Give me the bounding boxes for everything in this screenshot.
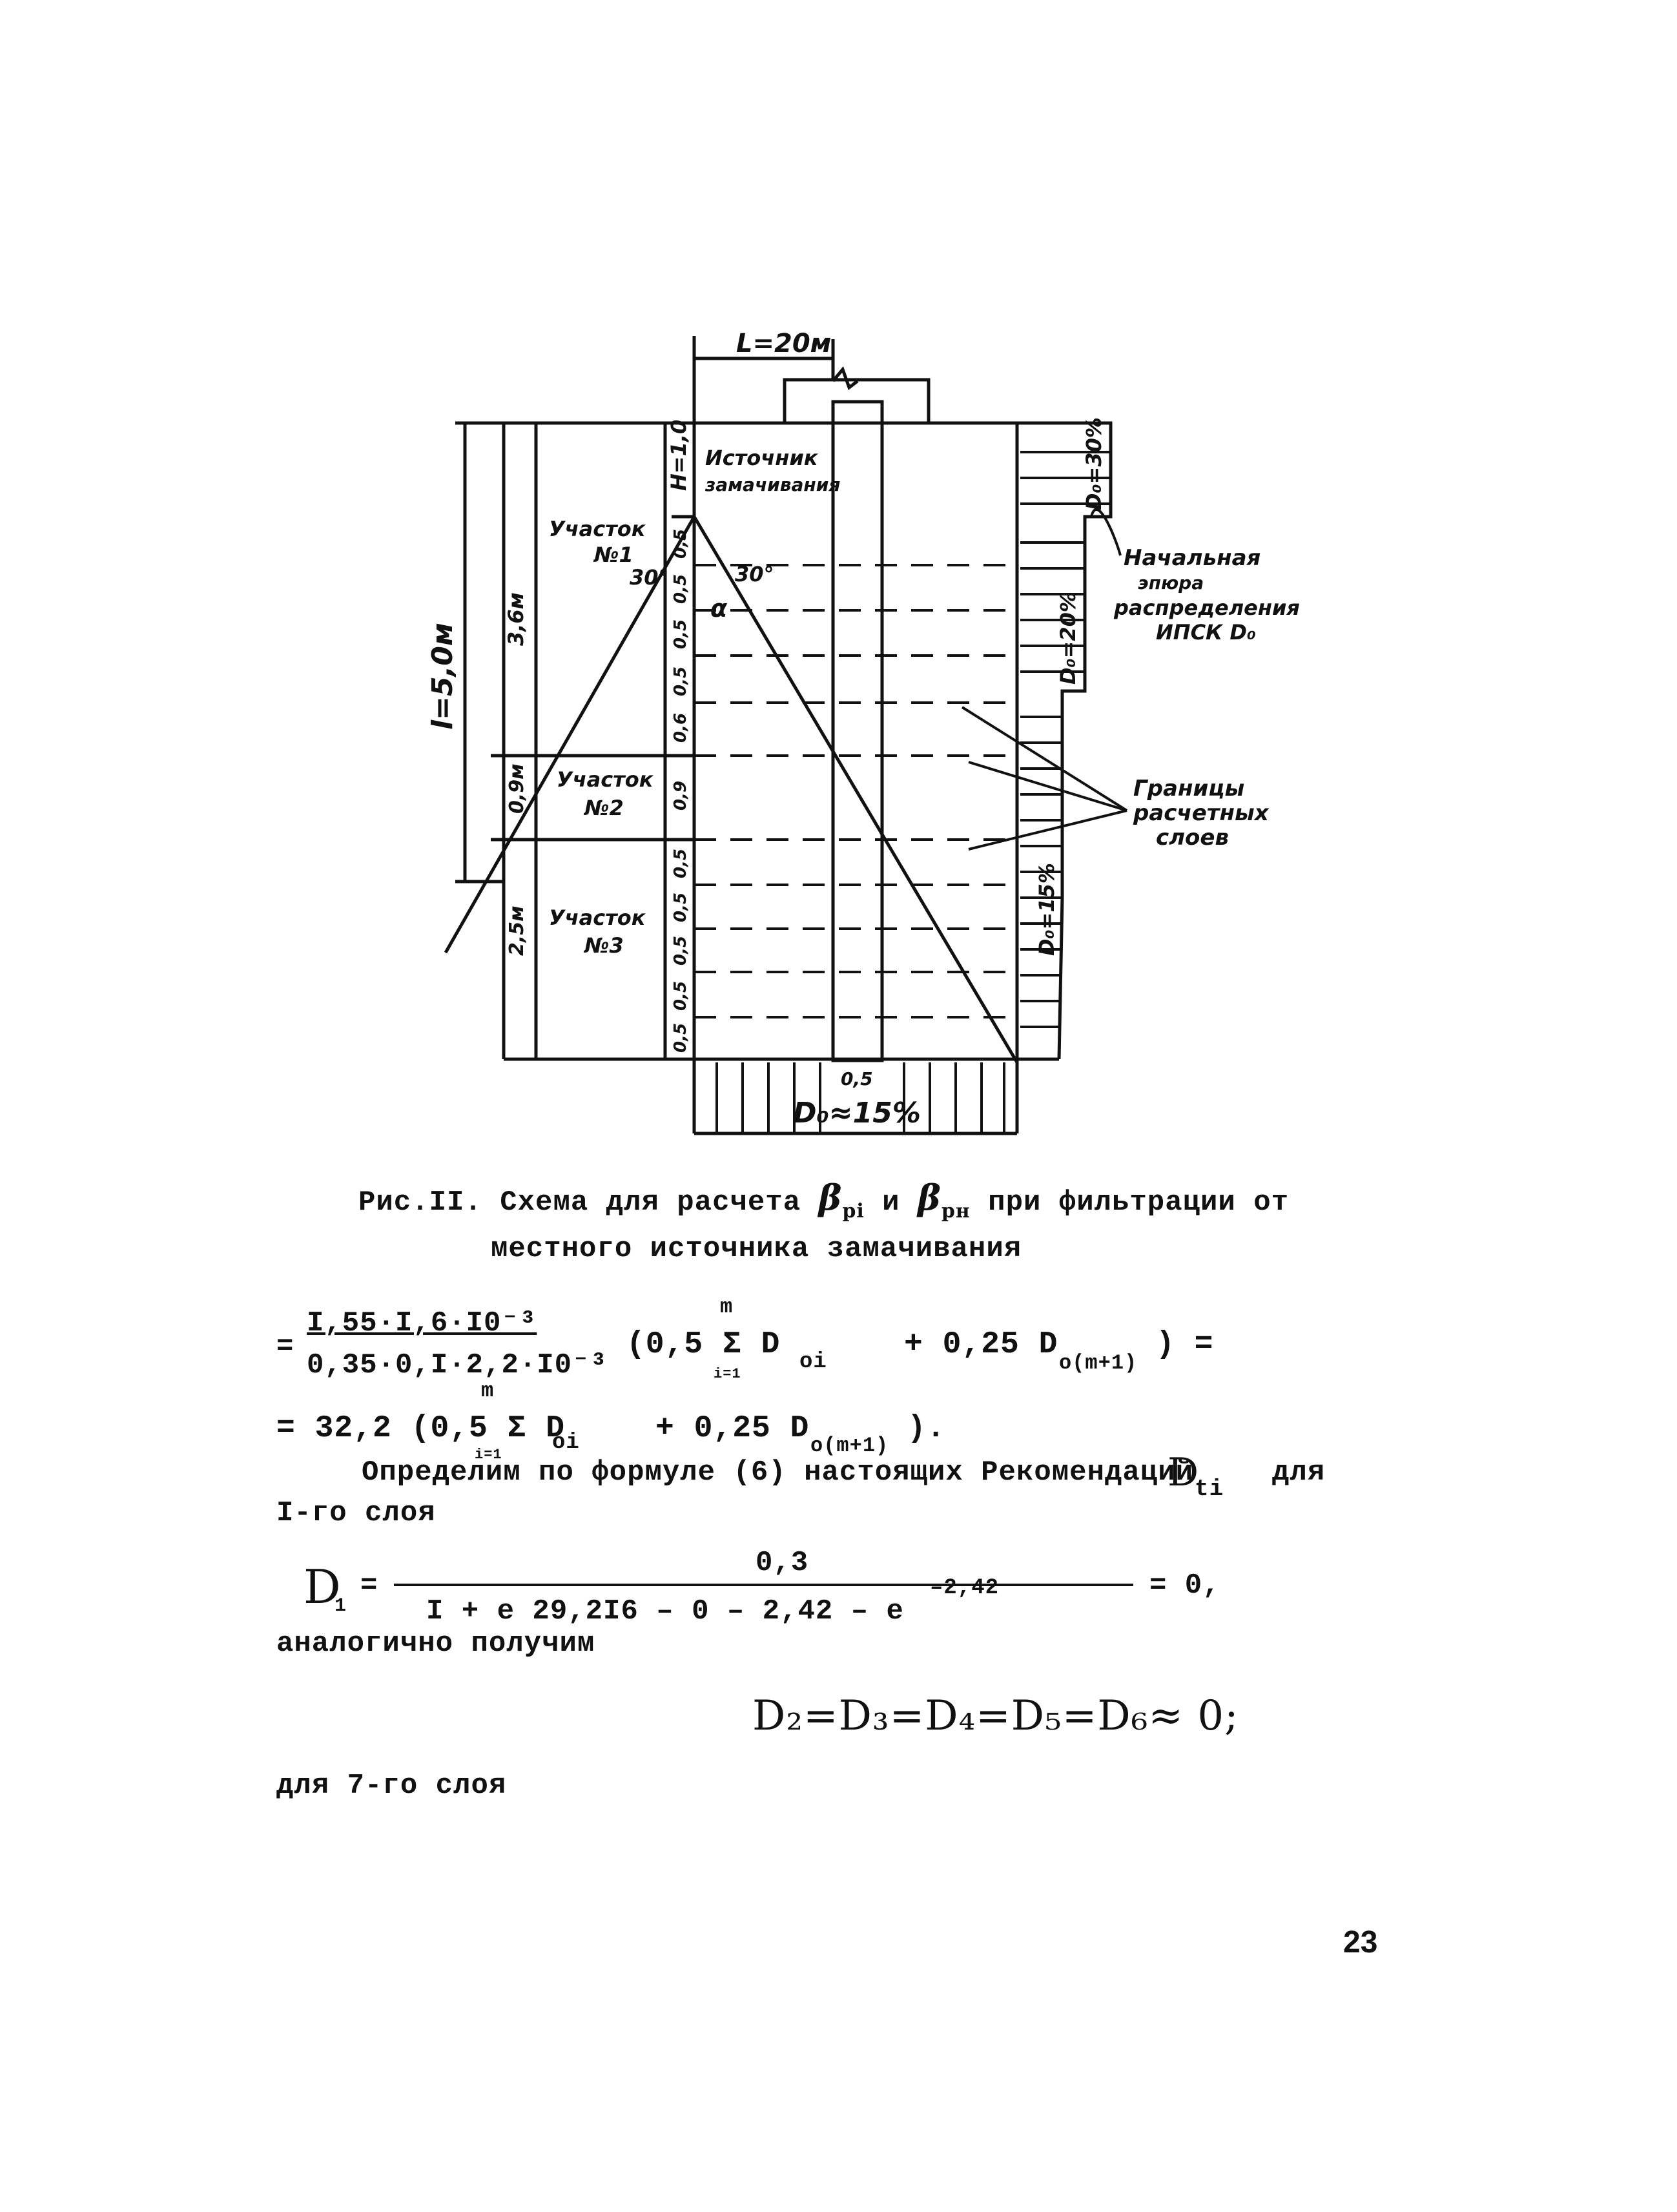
- formula1-plus: + 0,25 D: [904, 1327, 1058, 1362]
- layer-label: 0,5: [671, 1023, 690, 1053]
- angle-left-label: 30°: [630, 565, 669, 590]
- layer-boundaries: [694, 564, 1017, 1018]
- formula1-tail: ) =: [1156, 1327, 1214, 1362]
- formula1-denominator: 0,35·0,I·2,2·I0⁻³: [307, 1349, 608, 1381]
- d0-15-label: D₀=15%: [1034, 863, 1059, 956]
- zone2-label-a: Участок: [557, 767, 654, 792]
- source-label-1: Источник: [705, 446, 819, 470]
- scheme-figure: L=20м Источник замачивания Участок №1 Уч…: [426, 329, 1300, 1135]
- define-sub: ti: [1195, 1476, 1224, 1502]
- angle-alpha-label: α: [710, 594, 728, 623]
- layer-label: 0,5: [671, 619, 690, 649]
- note-bounds-3: слоев: [1156, 825, 1229, 851]
- pile-width-label: 0,5: [841, 1068, 873, 1090]
- seg-0-9-label: 0,9м: [506, 763, 528, 814]
- d0-hatching-bottom: [715, 1062, 1005, 1133]
- formula2-tail: ).: [907, 1411, 946, 1446]
- page-number: 23: [1343, 1925, 1378, 1959]
- similar-text: аналогично получим: [276, 1628, 595, 1660]
- note-bounds-1: Границы: [1133, 776, 1244, 801]
- formula-4: D₂=D₃=D₄=D₅=D₆≈ 0;: [752, 1692, 1239, 1740]
- caption-prefix: Рис.II. Схема для расчета: [358, 1186, 801, 1219]
- formula3-eq: =: [360, 1569, 378, 1602]
- dim-H-label: H=1,0: [666, 420, 691, 491]
- layer-label: 0,5: [671, 936, 690, 966]
- layer7-text: для 7-го слоя: [276, 1770, 507, 1802]
- d0-20-label: D₀=20%: [1056, 592, 1080, 685]
- zone1-label-b: №1: [593, 543, 633, 567]
- formula1-numerator: I,55·I,6·I0⁻³: [307, 1307, 537, 1339]
- zone3-label-b: №3: [583, 933, 624, 958]
- formula3-rhs: = 0,: [1149, 1569, 1220, 1602]
- zone1-label-a: Участок: [549, 517, 646, 541]
- note-bounds-2: расчетных: [1133, 800, 1270, 826]
- note-initial-3: распределения: [1113, 595, 1300, 620]
- define-text: Определим по формуле (6) настоящих Реком…: [362, 1456, 1194, 1489]
- formula1-sum-bottom: i=1: [714, 1366, 741, 1382]
- define-tail: для: [1272, 1456, 1326, 1489]
- note-initial-4: ИПСК D₀: [1156, 620, 1256, 645]
- formula2-sum-top: m: [481, 1379, 495, 1403]
- d0-30-label: D₀=30%: [1082, 417, 1106, 510]
- beta-pi-symbol: βpi: [818, 1177, 865, 1223]
- layer-label: 0,5: [671, 529, 690, 559]
- seg-2-5-label: 2,5м: [506, 905, 528, 956]
- layer-label: 0,5: [671, 893, 690, 922]
- formula1-part: (0,5 Σ D: [626, 1327, 781, 1362]
- formula3-exponent: –2,42: [930, 1576, 1000, 1600]
- caption-and: и: [882, 1186, 900, 1219]
- formula2-sub-oi: oi: [552, 1431, 580, 1455]
- seg-3-6-label: 3,6м: [504, 592, 528, 646]
- figure-caption: Рис.II. Схема для расчета βpi и βpн при …: [358, 1179, 1327, 1268]
- d0-bottom-label: D₀≈15%: [793, 1097, 921, 1130]
- zone2-label-b: №2: [583, 796, 624, 820]
- formula2-sub-m1: o(m+1): [810, 1434, 889, 1458]
- formula3-lhs-sub: 1: [334, 1595, 347, 1617]
- formula1-eq: =: [276, 1330, 294, 1363]
- source-label-2: замачивания: [705, 474, 840, 495]
- dim-L-label: L=20м: [736, 329, 831, 358]
- dim-l-label: l=5,0м: [426, 623, 459, 730]
- formula3-lhs: D: [304, 1560, 342, 1614]
- formula3-denominator: I + e 29,2I6 – 0 – 2,42 – e: [426, 1595, 904, 1628]
- formula1-sub-m1: o(m+1): [1059, 1351, 1138, 1375]
- leader-lines: [961, 508, 1128, 851]
- layer-label: 0,9: [671, 781, 690, 811]
- formula1-sub-oi: oi: [799, 1350, 827, 1374]
- layer-label: 0,5: [671, 849, 690, 878]
- formula3-numerator: 0,3: [756, 1547, 809, 1579]
- caption-suffix: при фильтрации от: [988, 1186, 1290, 1219]
- layer-label: 0,5: [671, 981, 690, 1011]
- layer-label: 0,5: [671, 574, 690, 604]
- caption-line2: местного источника замачивания: [491, 1232, 1022, 1265]
- note-initial-2: эпюра: [1138, 572, 1204, 594]
- formula2-plus: + 0,25 D: [655, 1411, 810, 1446]
- angle-right-label: 30°: [735, 562, 774, 586]
- zone3-label-a: Участок: [549, 905, 646, 930]
- formula3-fraction-bar: [394, 1584, 1133, 1586]
- beta-pn-symbol: βpн: [917, 1177, 971, 1223]
- layer1-text: I-го слоя: [276, 1497, 436, 1529]
- formula2-sum-bottom: i=1: [475, 1447, 502, 1463]
- d0-hatching-right: [1020, 451, 1111, 1028]
- layer-label: 0,6: [671, 713, 690, 743]
- formula1-sum-top: m: [720, 1295, 734, 1319]
- layer-label: 0,5: [671, 667, 690, 696]
- note-initial-1: Начальная: [1124, 545, 1260, 571]
- define-symbol: D: [1168, 1450, 1200, 1495]
- formula2-head: = 32,2 (0,5 Σ D: [276, 1411, 566, 1446]
